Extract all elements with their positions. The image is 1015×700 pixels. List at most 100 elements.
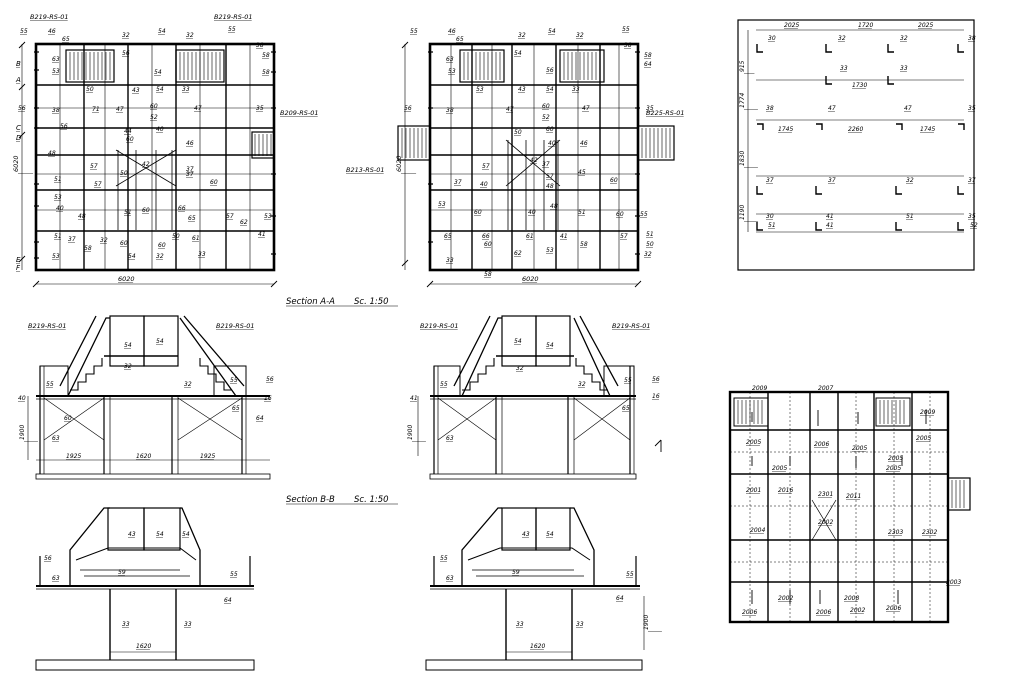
- member-mark: 60: [210, 179, 218, 186]
- column-mark: 33: [900, 65, 908, 72]
- member-mark: 42: [530, 157, 538, 164]
- member-mark: 60: [126, 136, 134, 143]
- section-b-scale: Sc. 1:50: [354, 495, 389, 505]
- panel-mark: 2005: [888, 455, 903, 462]
- member-mark: 40: [480, 181, 488, 188]
- column-mark: 32: [906, 177, 914, 184]
- member-mark: 43: [518, 86, 526, 93]
- member-mark: 37: [186, 166, 194, 173]
- member-mark: 46: [580, 140, 588, 147]
- callout-label: B219-RS-01: [612, 322, 650, 330]
- axis-mark: C: [16, 124, 21, 132]
- dimension-label: 1830: [739, 151, 746, 166]
- member-mark: 64: [616, 595, 624, 602]
- member-mark: 32: [576, 32, 584, 39]
- callout-label: B225-RS-01: [646, 109, 684, 117]
- member-mark: 40: [156, 126, 164, 133]
- axis-mark: F: [16, 264, 21, 272]
- member-mark: 53: [476, 86, 484, 93]
- dimension-label: 6020: [118, 275, 135, 283]
- member-mark: 32: [516, 365, 524, 372]
- member-mark: 53: [264, 213, 272, 220]
- member-mark: 54: [546, 342, 554, 349]
- member-mark: 57: [226, 213, 234, 220]
- member-mark: 33: [572, 86, 580, 93]
- member-mark: 48: [78, 213, 86, 220]
- member-mark: 52: [150, 114, 158, 121]
- member-mark: 48: [550, 203, 558, 210]
- member-mark: 33: [182, 86, 190, 93]
- axis-mark: D: [16, 134, 22, 142]
- panel-mark: 2002: [778, 595, 793, 602]
- panel-mark: 2005: [886, 465, 901, 472]
- member-mark: 53: [448, 68, 456, 75]
- member-mark: 54: [154, 69, 162, 76]
- dimension-label: 1620: [136, 453, 151, 460]
- member-mark: 60: [610, 177, 618, 184]
- member-mark: 56: [18, 105, 26, 112]
- member-mark: 60: [546, 126, 554, 133]
- member-mark: 56: [404, 105, 412, 112]
- callout-label: B213-RS-01: [346, 166, 384, 174]
- member-mark: 65: [188, 215, 196, 222]
- column-mark: 30: [768, 35, 776, 42]
- member-mark: 58: [262, 69, 270, 76]
- column-mark: 32: [900, 35, 908, 42]
- column-mark: 51: [768, 222, 776, 229]
- callout-label: B219-RS-01: [28, 322, 66, 330]
- member-mark: 54: [182, 531, 190, 538]
- member-mark: 41: [560, 233, 568, 240]
- member-mark: 35: [256, 105, 264, 112]
- axis-mark: B: [16, 60, 21, 68]
- section-a-elevation-right: [417, 315, 662, 480]
- member-mark: 33: [198, 251, 206, 258]
- section-a-scale: Sc. 1:50: [354, 297, 389, 307]
- dimension-label: 1720: [858, 22, 873, 29]
- dimension-label: 6020: [395, 155, 403, 172]
- plan-view-middle: [397, 41, 675, 288]
- member-mark: 55: [622, 26, 630, 33]
- section-a-title: Section A-A: [286, 297, 335, 307]
- member-mark: 71: [92, 106, 100, 113]
- member-mark: 66: [178, 205, 186, 212]
- member-mark: 50: [172, 233, 180, 240]
- column-mark: 37: [968, 177, 976, 184]
- member-mark: 37: [186, 171, 194, 178]
- member-mark: 37: [542, 161, 550, 168]
- member-mark: 50: [120, 170, 128, 177]
- member-mark: 55: [440, 555, 448, 562]
- member-mark: 55: [46, 381, 54, 388]
- member-mark: 55: [440, 381, 448, 388]
- member-mark: 32: [100, 237, 108, 244]
- axis-mark: A: [15, 76, 21, 84]
- member-mark: 57: [546, 173, 554, 180]
- member-mark: 54: [156, 531, 164, 538]
- member-mark: 56: [60, 123, 68, 130]
- member-mark: 57: [620, 233, 628, 240]
- member-mark: 55: [640, 211, 648, 218]
- panel-mark: 2001: [746, 487, 761, 494]
- member-mark: 63: [446, 56, 454, 63]
- member-mark: 38: [446, 107, 454, 114]
- member-mark: 43: [522, 531, 530, 538]
- member-mark: 61: [526, 233, 534, 240]
- panel-mark: 2011: [846, 493, 861, 500]
- column-mark: 51: [906, 213, 914, 220]
- dimension-label: 1745: [920, 126, 935, 133]
- dimension-label: 6020: [12, 155, 20, 172]
- member-mark: 63: [52, 575, 60, 582]
- member-mark: 42: [142, 161, 150, 168]
- panel-plan: [728, 390, 971, 624]
- panel-mark: 2009: [752, 385, 767, 392]
- member-mark: 51: [54, 176, 62, 183]
- member-mark: 32: [186, 32, 194, 39]
- member-mark: 44: [124, 128, 132, 135]
- member-mark: 45: [578, 169, 586, 176]
- member-mark: 48: [546, 183, 554, 190]
- panel-mark: 2303: [888, 529, 903, 536]
- panel-mark: 2005: [746, 439, 761, 446]
- member-mark: 47: [116, 106, 124, 113]
- member-mark: 32: [518, 32, 526, 39]
